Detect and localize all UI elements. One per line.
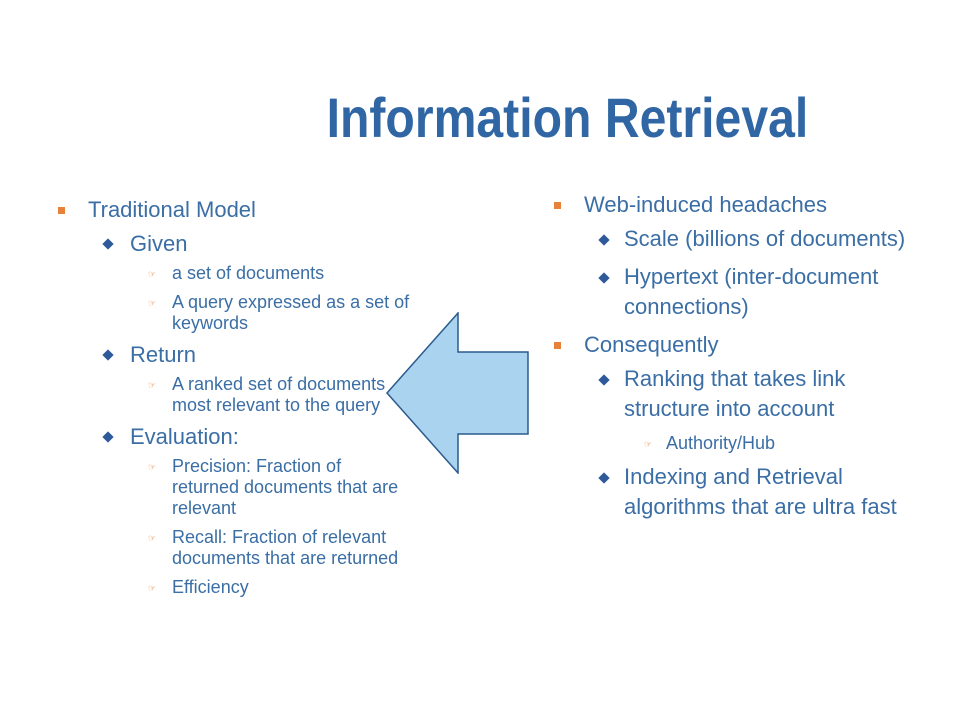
list-item: ☞ Precision: Fraction of returned docume… — [50, 456, 410, 519]
list-item: Evaluation: — [50, 424, 410, 450]
list-item: Return — [50, 342, 410, 368]
item-text: a set of documents — [172, 263, 325, 283]
right-column: Web-induced headaches Scale (billions of… — [546, 190, 926, 530]
item-text: Indexing and Retrieval algorithms that a… — [624, 464, 897, 519]
item-text: Precision: Fraction of returned document… — [172, 456, 399, 518]
list-item: ☞ Recall: Fraction of relevant documents… — [50, 527, 410, 569]
item-text: Hypertext (inter-document connections) — [624, 264, 879, 319]
item-text: Scale (billions of documents) — [624, 226, 906, 251]
list-item: Traditional Model — [50, 197, 410, 223]
item-text: Given — [130, 231, 188, 256]
pointing-hand-icon: ☞ — [148, 298, 157, 308]
item-text: A ranked set of documents most relevant … — [172, 374, 386, 415]
item-text: Authority/Hub — [666, 433, 776, 453]
diamond-bullet-icon — [102, 238, 114, 250]
list-item: Scale (billions of documents) — [546, 224, 926, 254]
list-item: ☞ Authority/Hub — [546, 432, 926, 454]
left-arrow-icon — [386, 312, 529, 474]
list-item: Web-induced headaches — [546, 190, 926, 220]
item-text: Ranking that takes link structure into a… — [624, 366, 846, 421]
item-text: A query expressed as a set of keywords — [172, 292, 410, 333]
pointing-hand-icon: ☞ — [148, 533, 157, 543]
item-text: Evaluation: — [130, 424, 239, 449]
diamond-bullet-icon — [598, 472, 610, 484]
diamond-bullet-icon — [598, 234, 610, 246]
list-item: ☞ Efficiency — [50, 577, 410, 598]
list-item: Consequently — [546, 330, 926, 360]
list-item: Hypertext (inter-document connections) — [546, 262, 926, 322]
pointing-hand-icon: ☞ — [148, 583, 157, 593]
item-text: Efficiency — [172, 577, 249, 597]
arrow-shape — [386, 312, 529, 474]
diamond-bullet-icon — [102, 349, 114, 361]
pointing-hand-icon: ☞ — [644, 439, 653, 449]
diamond-bullet-icon — [598, 374, 610, 386]
pointing-hand-icon: ☞ — [148, 380, 157, 390]
diamond-bullet-icon — [102, 431, 114, 443]
diamond-bullet-icon — [598, 272, 610, 284]
item-text: Return — [130, 342, 197, 367]
item-text: Recall: Fraction of relevant documents t… — [172, 527, 399, 568]
list-item: Indexing and Retrieval algorithms that a… — [546, 462, 926, 522]
pointing-hand-icon: ☞ — [148, 462, 157, 472]
list-item: ☞ A ranked set of documents most relevan… — [50, 374, 410, 416]
square-bullet-icon — [554, 342, 561, 349]
item-text: Traditional Model — [88, 197, 256, 222]
left-column: Traditional Model Given ☞ a set of docum… — [50, 197, 410, 606]
list-item: Given — [50, 231, 410, 257]
list-item: ☞ A query expressed as a set of keywords — [50, 292, 410, 334]
list-item: ☞ a set of documents — [50, 263, 410, 284]
square-bullet-icon — [554, 202, 561, 209]
square-bullet-icon — [58, 207, 65, 214]
slide-title: Information Retrieval — [326, 86, 809, 149]
item-text: Web-induced headaches — [584, 192, 827, 217]
item-text: Consequently — [584, 332, 719, 357]
list-item: Ranking that takes link structure into a… — [546, 364, 926, 424]
pointing-hand-icon: ☞ — [148, 269, 157, 279]
